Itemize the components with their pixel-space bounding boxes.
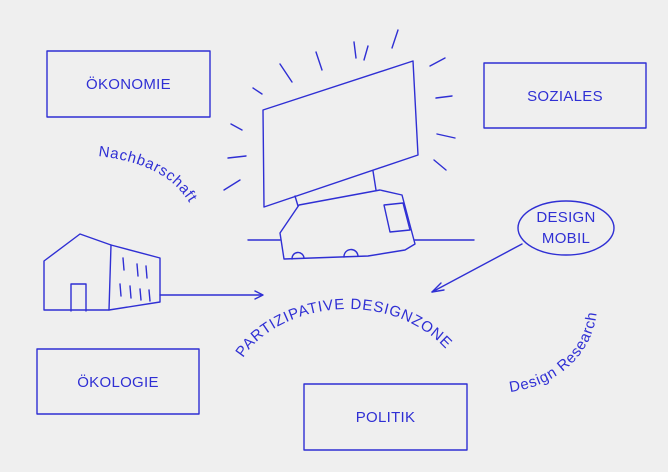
house-icon bbox=[44, 234, 160, 311]
label-design-research: Design Research bbox=[508, 310, 601, 396]
billboard-post-left bbox=[295, 196, 298, 206]
box-politik: POLITIK bbox=[304, 384, 467, 450]
van-body bbox=[280, 190, 415, 259]
arrow-oval-line bbox=[432, 244, 522, 292]
billboard-icon bbox=[263, 61, 418, 207]
oval-design-mobil: DESIGN MOBIL bbox=[518, 201, 614, 255]
box-politik-label: POLITIK bbox=[356, 409, 416, 426]
house-edge bbox=[109, 245, 111, 310]
box-oekonomie: ÖKONOMIE bbox=[47, 51, 210, 117]
label-nachbarschaft: Nachbarschaft bbox=[98, 143, 201, 206]
oval-label-line2: MOBIL bbox=[542, 230, 590, 247]
label-participative-zone: PARTIZIPATIVE DESIGNZONE bbox=[232, 296, 455, 360]
box-soziales: SOZIALES bbox=[484, 63, 646, 128]
van-window bbox=[384, 203, 410, 232]
arrow-oval-head bbox=[432, 283, 444, 292]
box-oekonomie-label: ÖKONOMIE bbox=[86, 75, 171, 93]
billboard-post-right bbox=[373, 171, 376, 190]
oval-label-line1: DESIGN bbox=[536, 209, 595, 226]
billboard-panel bbox=[263, 61, 418, 207]
box-soziales-label: SOZIALES bbox=[527, 88, 603, 105]
box-oekologie: ÖKOLOGIE bbox=[37, 349, 199, 414]
house-outline bbox=[44, 234, 160, 310]
house-door bbox=[71, 284, 86, 311]
arrow-oval-to-center bbox=[432, 244, 522, 292]
sunburst-rays bbox=[224, 30, 455, 190]
arrow-house-to-center bbox=[160, 291, 263, 299]
box-oekologie-label: ÖKOLOGIE bbox=[77, 373, 159, 391]
